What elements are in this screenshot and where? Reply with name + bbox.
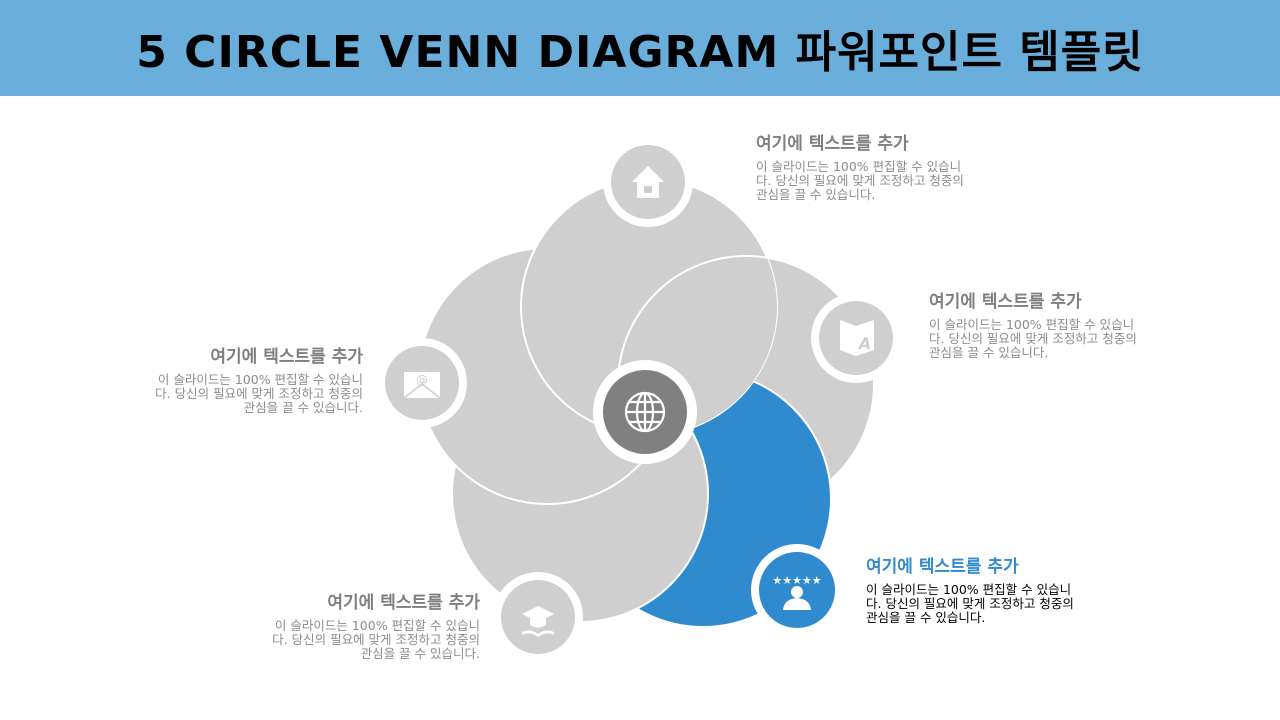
block-heading: 여기에 텍스트를 추가	[210, 347, 363, 367]
globe-icon	[624, 391, 666, 433]
page-title: 5 CIRCLE VENN DIAGRAM 파워포인트 템플릿	[136, 27, 1144, 78]
translate-badge: A	[811, 293, 901, 383]
block-body: 이 슬라이드는 100% 편집할 수 있습니다. 당신의 필요에 맞게 조정하고…	[155, 372, 363, 415]
graduation-cap-icon	[522, 606, 554, 637]
text-block-top: 여기에 텍스트를 추가 이 슬라이드는 100% 편집할 수 있습니다. 당신의…	[756, 129, 976, 202]
graduation-badge	[493, 572, 583, 662]
block-heading: 여기에 텍스트를 추가	[327, 593, 480, 613]
text-block-right: 여기에 텍스트를 추가 이 슬라이드는 100% 편집할 수 있습니다. 당신의…	[929, 287, 1149, 360]
svg-text:A: A	[857, 334, 871, 353]
customer-service-badge: ★★★★★	[751, 544, 843, 636]
customer-service-icon: ★★★★★	[772, 574, 822, 610]
email-icon: @	[403, 372, 441, 399]
block-body: 이 슬라이드는 100% 편집할 수 있습니다. 당신의 필요에 맞게 조정하고…	[929, 317, 1137, 360]
center-badge	[593, 360, 697, 464]
block-body: 이 슬라이드는 100% 편집할 수 있습니다. 당신의 필요에 맞게 조정하고…	[272, 618, 480, 661]
email-badge: @	[377, 338, 467, 428]
title-banner: 5 CIRCLE VENN DIAGRAM 파워포인트 템플릿	[0, 0, 1280, 96]
text-block-bottom: 여기에 텍스트를 추가 이 슬라이드는 100% 편집할 수 있습니다. 당신의…	[260, 588, 480, 661]
block-body: 이 슬라이드는 100% 편집할 수 있습니다. 당신의 필요에 맞게 조정하고…	[756, 159, 964, 202]
block-heading: 여기에 텍스트를 추가	[866, 557, 1019, 577]
text-block-highlight: 여기에 텍스트를 추가 이 슬라이드는 100% 편집할 수 있습니다. 당신의…	[866, 552, 1086, 625]
svg-text:★★★★★: ★★★★★	[772, 574, 821, 587]
svg-text:@: @	[416, 373, 428, 387]
house-badge	[603, 137, 693, 227]
text-block-left: 여기에 텍스트를 추가 이 슬라이드는 100% 편집할 수 있습니다. 당신의…	[143, 342, 363, 415]
block-body: 이 슬라이드는 100% 편집할 수 있습니다. 당신의 필요에 맞게 조정하고…	[866, 582, 1074, 625]
house-icon	[632, 166, 664, 198]
block-heading: 여기에 텍스트를 추가	[756, 134, 909, 154]
block-heading: 여기에 텍스트를 추가	[929, 292, 1082, 312]
translate-icon: A	[840, 320, 874, 356]
